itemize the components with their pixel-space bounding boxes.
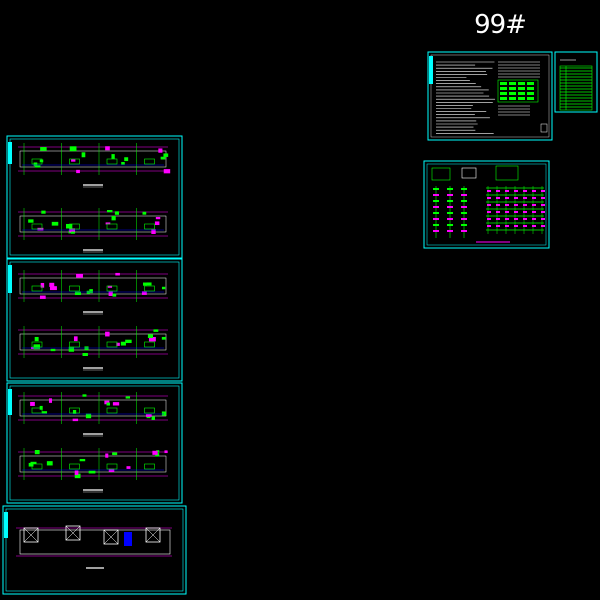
floor-plan-sheet-1[interactable] <box>6 135 183 259</box>
roof-plan-sheet[interactable] <box>2 505 187 595</box>
floor-plan-sheet-3[interactable] <box>6 382 183 504</box>
index-table-sheet[interactable] <box>554 51 598 113</box>
plan-drawing-bottom <box>18 326 168 371</box>
schedule-drawings <box>431 165 545 243</box>
notes-text-lines <box>436 61 548 134</box>
notes-sheet[interactable] <box>427 51 553 141</box>
floor-plan-sheet-2[interactable] <box>6 258 183 382</box>
plan-drawing-top <box>18 392 168 437</box>
plan-drawing-top <box>18 143 171 188</box>
index-table <box>559 59 593 111</box>
plan-drawing-bottom <box>18 208 168 253</box>
roof-plan-drawing <box>16 525 172 569</box>
plan-drawing-bottom <box>18 448 168 493</box>
schedule-sheet[interactable] <box>423 160 550 249</box>
plan-drawing-top <box>18 270 168 315</box>
drawing-set-number: 99# <box>474 10 527 40</box>
